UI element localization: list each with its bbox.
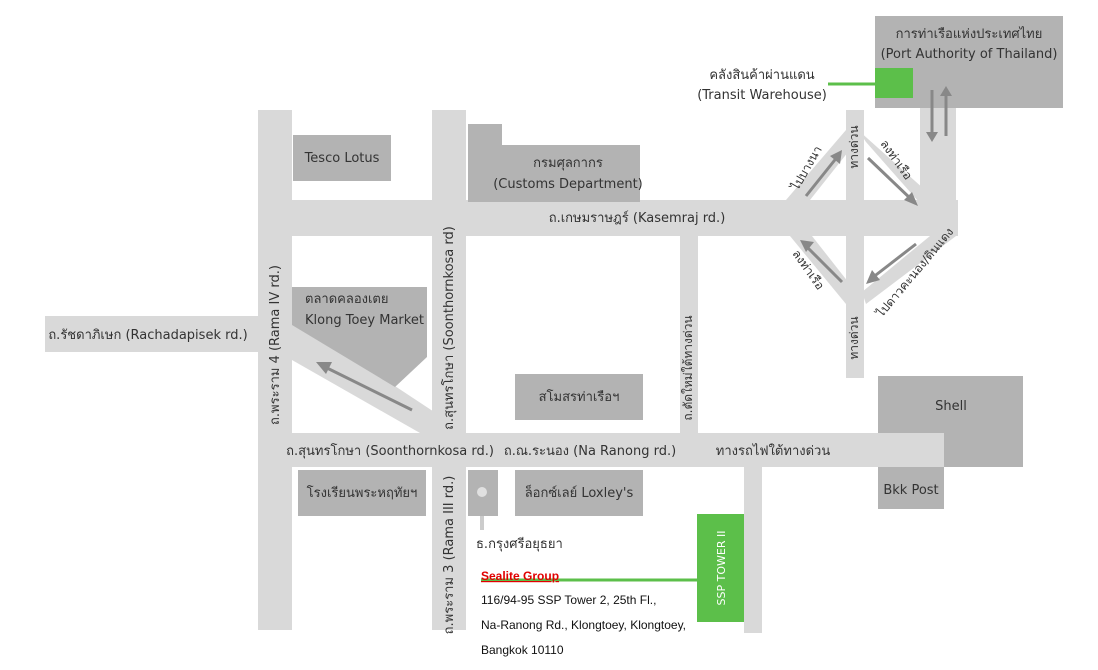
rail-under-expressway-label: ทางรถไฟใต้ทางด่วน xyxy=(716,443,831,459)
transit-warehouse-label-en: (Transit Warehouse) xyxy=(697,88,827,103)
direction-arrows xyxy=(316,86,952,412)
school-label: โรงเรียนพระหฤทัยฯ xyxy=(307,485,418,501)
ramp-bangna xyxy=(786,130,856,200)
loxley-label: ล็อกซ์เลย์ Loxley's xyxy=(525,483,634,501)
address-line-3: Bangkok 10110 xyxy=(481,643,564,657)
arrow-bangna-head xyxy=(830,150,842,164)
building-bkk-post xyxy=(878,467,944,509)
port-authority-label-en: (Port Authority of Thailand) xyxy=(881,47,1058,62)
new-road-under-expressway-label: ถ.ตัดใหม่ใต้ทางด่วน xyxy=(681,315,695,420)
address-line-1: 116/94-95 SSP Tower 2, 25th Fl., xyxy=(481,593,656,607)
building-loxley xyxy=(515,470,643,516)
customs-label-th: กรมศุลกากร xyxy=(533,156,603,171)
ramp-to-port-top xyxy=(858,130,934,210)
arrow-port-bottom-head xyxy=(800,240,814,252)
rama3-road-label: ถ.พระราม 3 (Rama III rd.) xyxy=(442,476,457,635)
company-name: Sealite Group xyxy=(481,569,559,583)
ramp-dindaeng xyxy=(862,236,956,304)
buildings xyxy=(292,16,1063,622)
road-to-ssp xyxy=(744,467,762,633)
expressway-bottom-label: ทางด่วน xyxy=(847,316,861,359)
road-kasemraj xyxy=(258,200,958,236)
building-customs xyxy=(468,124,640,202)
kasemraj-road-label: ถ.เกษมราษฎร์ (Kasemraj rd.) xyxy=(549,210,726,226)
arrow-port-up-head xyxy=(940,86,952,96)
klong-toey-market-label-th: ตลาดคลองเตย xyxy=(305,292,388,307)
road-rama4 xyxy=(258,110,292,630)
arrow-bangna xyxy=(804,155,840,197)
expressway-top-label: ทางด่วน xyxy=(847,125,861,168)
bkk-post-label: Bkk Post xyxy=(883,483,938,498)
krungsri-bank-label: ธ.กรุงศรีอยุธยา xyxy=(476,536,563,552)
arrow-rama4-head xyxy=(316,362,332,374)
building-shell xyxy=(878,376,1023,467)
port-authority-label-th: การท่าเรือแห่งประเทศไทย xyxy=(896,26,1043,42)
na-ranong-road-label: ถ.ณ.ระนอง (Na Ranong rd.) xyxy=(504,444,676,459)
port-club-label: สโมสรท่าเรือฯ xyxy=(539,389,620,405)
arrow-port-down-head xyxy=(926,132,938,142)
road-port-access xyxy=(920,100,956,236)
soonthornkosa-horizontal-road-label: ถ.สุนทรโกษา (Soonthornkosa rd.) xyxy=(286,443,494,459)
shell-label: Shell xyxy=(935,399,967,414)
road-expressway-vertical xyxy=(846,110,864,378)
rama4-road-label: ถ.พระราม 4 (Rama IV rd.) xyxy=(268,265,283,425)
building-transit-warehouse xyxy=(875,68,913,98)
building-school xyxy=(298,470,426,516)
rail-marker xyxy=(698,433,714,467)
building-ssp-tower xyxy=(697,514,744,622)
ramp-to-port-bottom xyxy=(790,236,856,304)
arrow-dindaeng-head xyxy=(866,270,880,284)
bank-marker xyxy=(477,487,487,497)
address-line-2: Na-Ranong Rd., Klongtoey, Klongtoey, xyxy=(481,618,686,632)
arrow-port-top-head xyxy=(904,192,918,206)
road-new-under-expressway xyxy=(680,236,698,436)
rachadapisek-road-label: ถ.รัชดาภิเษก (Rachadapisek rd.) xyxy=(48,328,247,343)
transit-warehouse-label-th: คลังสินค้าผ่านแดน xyxy=(709,68,814,83)
klong-toey-market-label-en: Klong Toey Market xyxy=(305,313,424,328)
building-klong-toey-market xyxy=(292,287,427,387)
arrow-rama4 xyxy=(324,365,413,412)
arrow-port-top xyxy=(866,156,914,202)
arrow-dindaeng xyxy=(871,242,917,280)
building-tesco xyxy=(293,135,391,181)
customs-label-en: (Customs Department) xyxy=(493,177,643,192)
arrow-port-bottom xyxy=(804,244,844,284)
ssp-tower-label: SSP TOWER II xyxy=(715,531,728,606)
road-soonthornkosa-vertical xyxy=(432,110,466,630)
soonthornkosa-vertical-road-label: ถ.สุนทรโกษา (Soonthornkosa rd) xyxy=(441,226,457,430)
tesco-label: Tesco Lotus xyxy=(304,151,380,166)
road-soonthornkosa-na-ranong xyxy=(258,433,944,467)
road-rachadapisek xyxy=(45,316,265,352)
building-port-club xyxy=(515,374,643,420)
